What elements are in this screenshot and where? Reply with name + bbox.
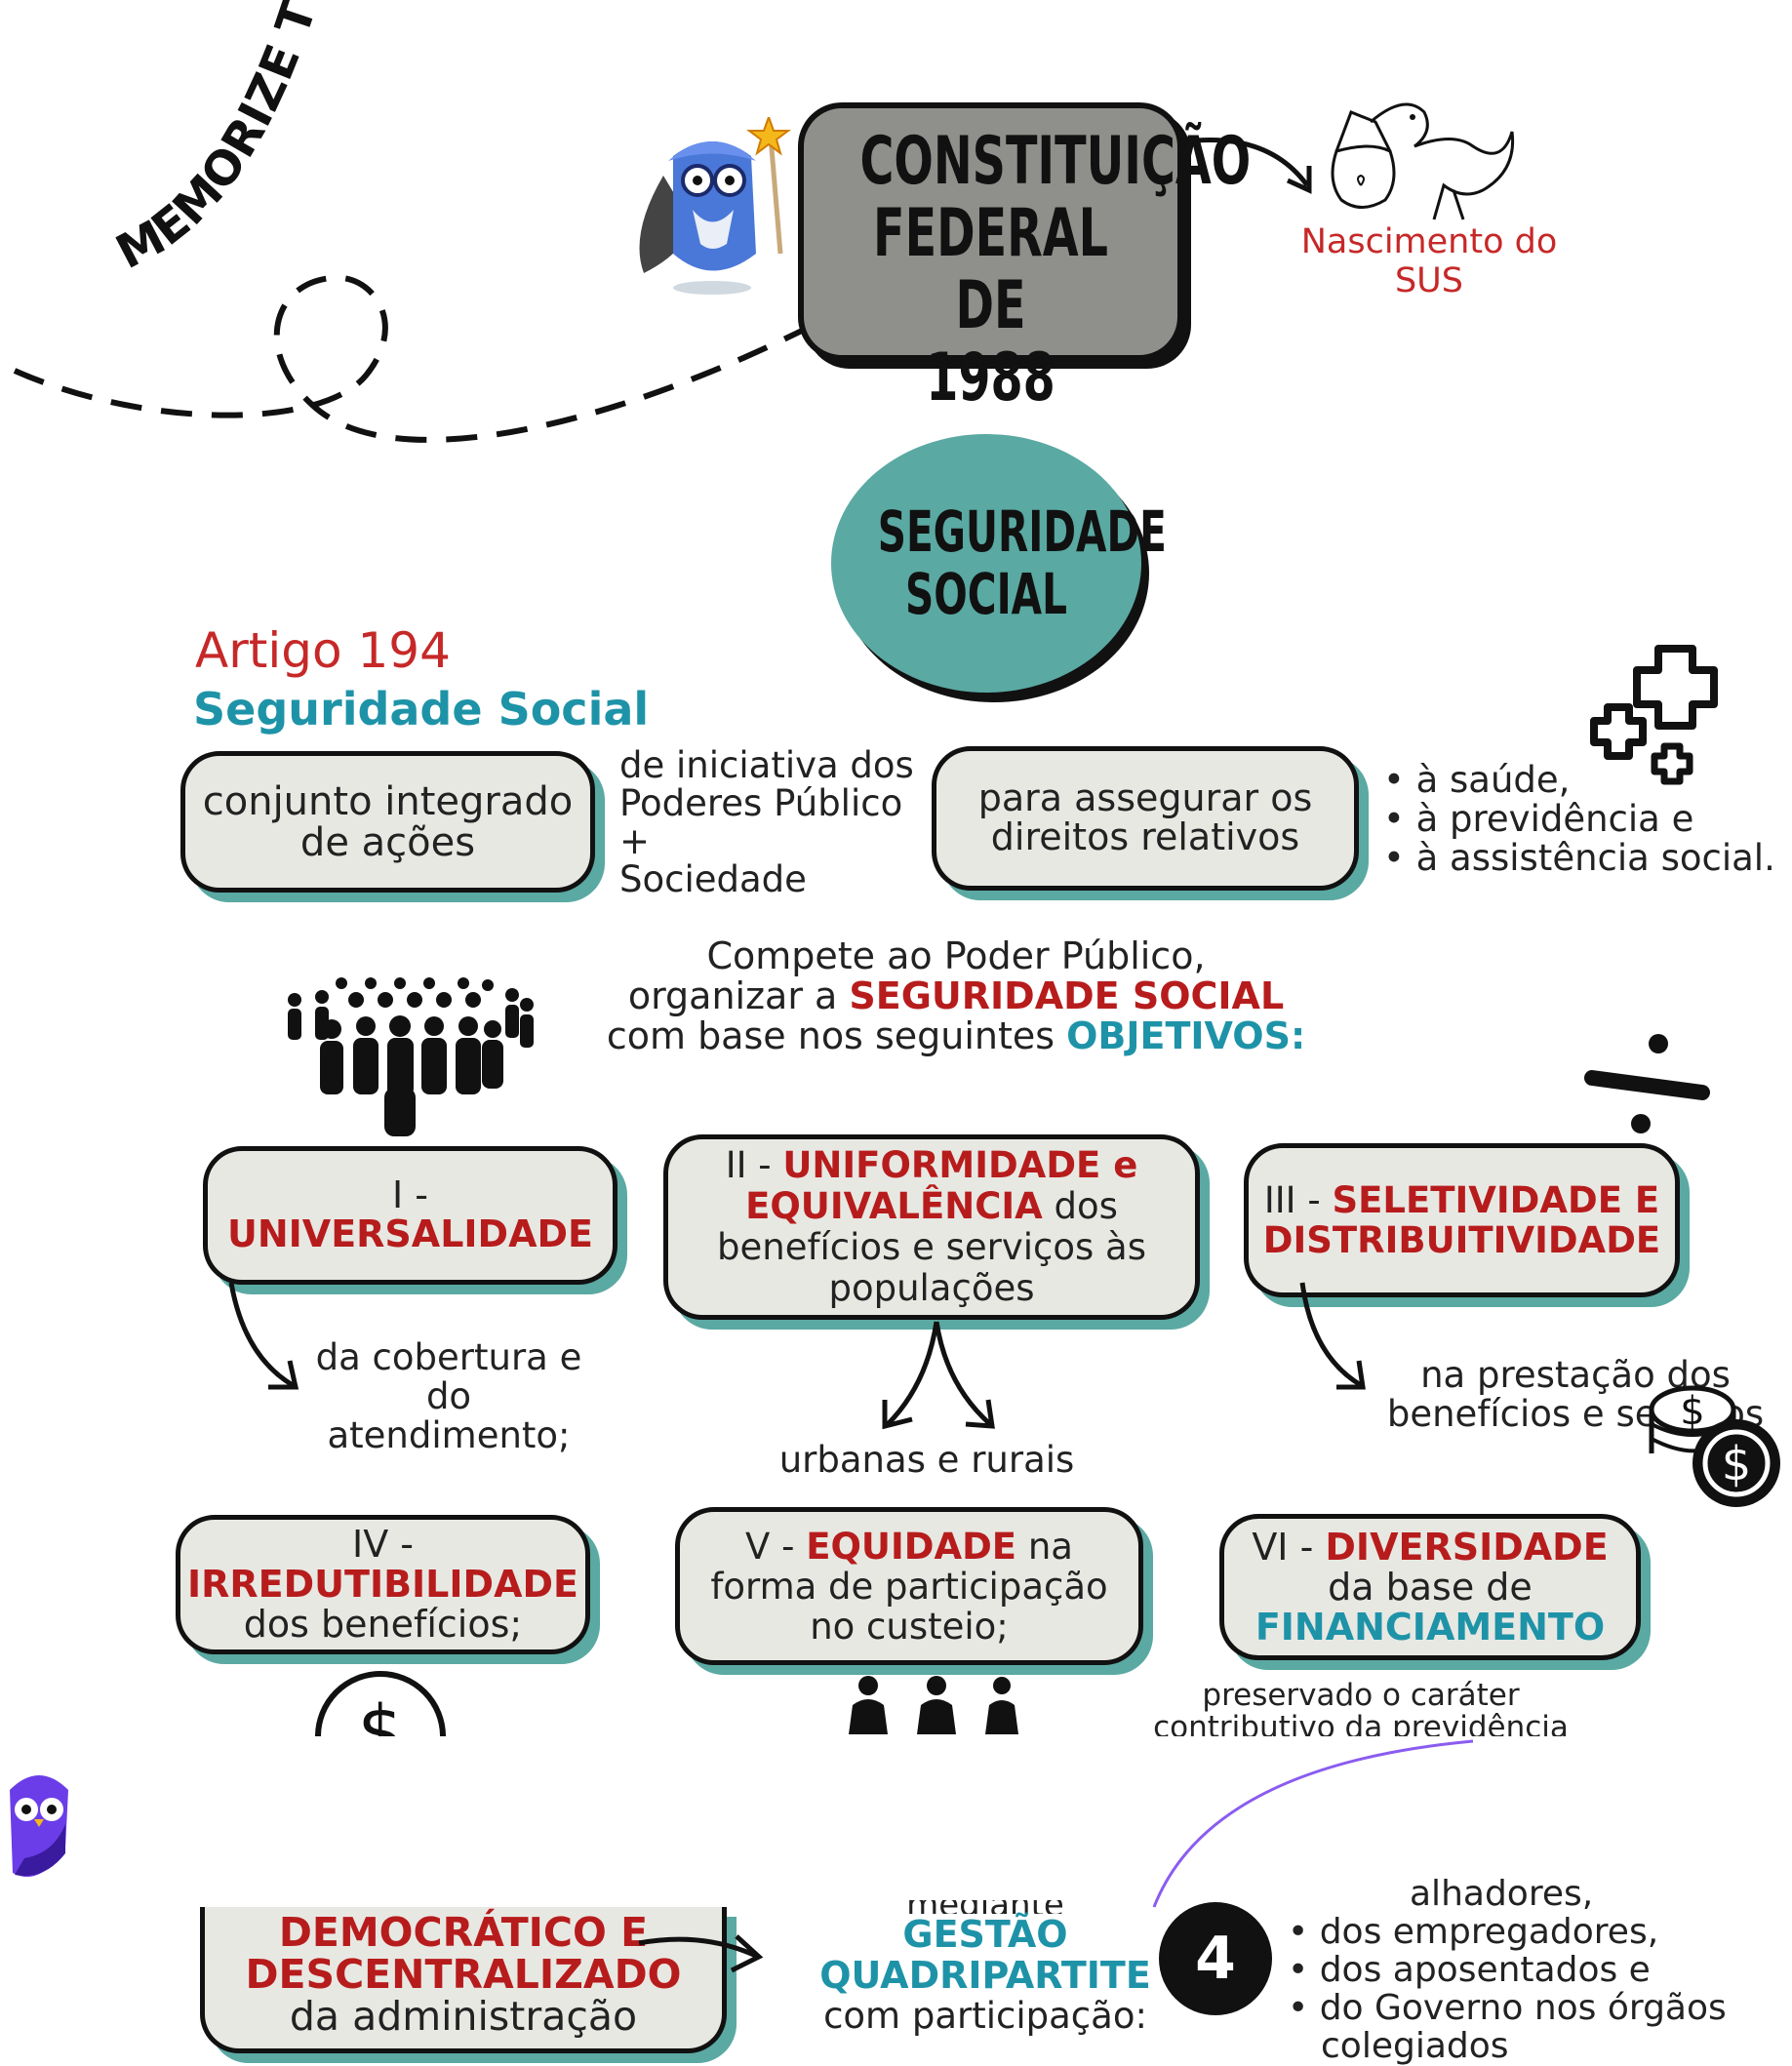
- artigo-subtitle: Seguridade Social: [193, 683, 650, 735]
- medical-cross-icon: [1590, 645, 1718, 785]
- right-assistencia: • à assistência social.: [1383, 837, 1775, 879]
- objective-2-line1: II - UNIFORMIDADE e: [725, 1144, 1138, 1186]
- stork-icon: [1331, 102, 1515, 220]
- objective-1-box: I - UNIVERSALIDADE: [203, 1146, 617, 1285]
- seguridade-line2: SOCIAL: [905, 561, 1067, 627]
- box-assegurar-text: para assegurar os direitos relativos: [977, 776, 1313, 858]
- objective-6-line1: VI - DIVERSIDADE: [1252, 1525, 1609, 1569]
- sus-birth-label: Nascimento do SUS: [1300, 222, 1558, 300]
- objective-1-note-line2: do atendimento;: [327, 1375, 571, 1456]
- compete-line2: organizar a SEGURIDADE SOCIAL: [627, 974, 1285, 1017]
- box-conjunto: conjunto integrado de ações: [180, 751, 595, 893]
- right-saude: • à saúde,: [1383, 759, 1571, 801]
- objective-6-text: VI - DIVERSIDADE da base de FINANCIAMENT…: [1252, 1525, 1609, 1649]
- objective-3-text: III - SELETIVIDADE E DISTRIBUITIVIDADE: [1263, 1180, 1660, 1260]
- participants-list: alhadores, • dos empregadores, • dos apo…: [1288, 1875, 1727, 2065]
- division-icon: [1584, 1034, 1710, 1133]
- initiative-line2: Poderes Público: [619, 782, 903, 824]
- arrow-obj1: [228, 1282, 299, 1390]
- participant-empregadores: • dos empregadores,: [1288, 1912, 1659, 1952]
- initiative-line3: +: [619, 820, 651, 862]
- gestao-line2: QUADRIPARTITE: [819, 1954, 1151, 1997]
- objective-6-line2: da base de: [1328, 1565, 1533, 1609]
- constituicao-box: CONSTITUIÇÃO FEDERAL DE 1988: [798, 102, 1252, 415]
- cf-title-line3: 1988: [926, 339, 1055, 417]
- owl-mascot-icon: [639, 117, 791, 295]
- objective-1-text: I - UNIVERSALIDADE: [226, 1173, 593, 1255]
- svg-text:$: $: [1722, 1437, 1752, 1491]
- box-assegurar: para assegurar os direitos relativos: [932, 746, 1359, 891]
- objective-5-line2: forma de participação: [710, 1565, 1108, 1608]
- objective-7-text: DEMOCRÁTICO E DESCENTRALIZADO da adminis…: [205, 1912, 722, 2038]
- compete-line1: Compete ao Poder Público,: [706, 934, 1206, 977]
- objective-2-line3: benefícios e serviços às: [717, 1226, 1146, 1268]
- quadripartite-number-badge: 4: [1159, 1902, 1272, 2015]
- purple-curve: [1152, 1739, 1474, 1908]
- coins-icon: $ $: [1649, 1385, 1780, 1507]
- svg-text:$: $: [357, 1690, 403, 1736]
- objective-6-line3: FINANCIAMENTO: [1254, 1605, 1606, 1649]
- initiative-line4: Sociedade: [619, 858, 807, 900]
- participant-governo: • do Governo nos órgãos: [1288, 1988, 1727, 2028]
- objective-4-line1: IV -: [352, 1523, 414, 1566]
- arrow-obj7: [638, 1934, 764, 1973]
- objective-7-line3: da administração: [289, 1993, 638, 2040]
- right-previdencia: • à previdência e: [1383, 798, 1694, 840]
- objective-5-line1: V - EQUIDADE na: [745, 1525, 1073, 1568]
- owl-logo-icon: [10, 1775, 68, 1878]
- dashed-path: [13, 274, 812, 443]
- compete-line3: com base nos seguintes OBJETIVOS:: [606, 1014, 1306, 1057]
- cf-title-line2: FEDERAL DE: [873, 195, 1108, 344]
- objective-2-note: urbanas e rurais: [778, 1439, 1075, 1481]
- participant-colegiados: colegiados: [1321, 2026, 1509, 2066]
- objective-5-line3: no custeio;: [810, 1605, 1009, 1648]
- objective-6-box: VI - DIVERSIDADE da base de FINANCIAMENT…: [1219, 1514, 1641, 1660]
- objective-4-text: IV - IRREDUTIBILIDADE dos benefícios;: [187, 1525, 578, 1645]
- objective-2-line4: populações: [828, 1267, 1035, 1309]
- seguridade-line1: SEGURIDADE: [877, 498, 1167, 565]
- artigo-number: Artigo 194: [195, 622, 451, 679]
- gestao-line3: com participação:: [823, 1995, 1147, 2037]
- dollar-icon: $: [315, 1671, 446, 1736]
- objective-7-line1: DEMOCRÁTICO E: [278, 1909, 649, 1956]
- seguridade-circle: SEGURIDADE SOCIAL: [831, 434, 1167, 693]
- rights-list: • à saúde, • à previdência e • à assistê…: [1383, 761, 1775, 878]
- objective-5-box: V - EQUIDADE na forma de participação no…: [675, 1507, 1143, 1665]
- gestao-line1: GESTÃO: [902, 1913, 1068, 1956]
- objective-2-text: II - UNIFORMIDADE e EQUIVALÊNCIA dos ben…: [717, 1145, 1146, 1309]
- objective-3-line2: DISTRIBUITIVIDADE: [1262, 1219, 1661, 1261]
- objective-7-box: DEMOCRÁTICO E DESCENTRALIZADO da adminis…: [200, 1907, 727, 2053]
- arrow-obj3: [1299, 1282, 1366, 1390]
- objective-7-line2: DESCENTRALIZADO: [245, 1951, 682, 1998]
- cf-title-line1: CONSTITUIÇÃO: [859, 123, 1252, 200]
- objective-4-line2: IRREDUTIBILIDADE: [187, 1563, 578, 1606]
- arrow-to-sus: [1184, 137, 1312, 194]
- objective-4-box: IV - IRREDUTIBILIDADE dos benefícios;: [176, 1515, 590, 1654]
- box-conjunto-text: conjunto integrado de ações: [202, 778, 574, 865]
- objective-2-line2: EQUIVALÊNCIA dos: [745, 1185, 1118, 1227]
- objective-4-line3: dos benefícios;: [243, 1603, 523, 1646]
- initiative-text: de iniciativa dos Poderes Público + Soci…: [619, 746, 914, 898]
- gestao-text: mediante GESTÃO QUADRIPARTITE com partic…: [810, 1900, 1161, 2037]
- objective-2-box: II - UNIFORMIDADE e EQUIVALÊNCIA dos ben…: [663, 1134, 1200, 1320]
- compete-text: Compete ao Poder Público, organizar a SE…: [585, 936, 1327, 1056]
- initiative-line1: de iniciativa dos: [619, 744, 914, 786]
- objective-3-line1: III - SELETIVIDADE E: [1263, 1179, 1660, 1221]
- arrow-obj2: [882, 1321, 995, 1430]
- gestao-mediante: mediante: [810, 1900, 1161, 1914]
- page-gap: [0, 1736, 1792, 1907]
- objective-5-text: V - EQUIDADE na forma de participação no…: [710, 1527, 1107, 1647]
- svg-text:$: $: [1680, 1389, 1704, 1434]
- participant-aposentados: • dos aposentados e: [1288, 1950, 1651, 1990]
- people-icon: [849, 1676, 1018, 1734]
- objective-6-note-line1: preservado o caráter: [1202, 1678, 1520, 1713]
- objective-3-box: III - SELETIVIDADE E DISTRIBUITIVIDADE: [1244, 1143, 1680, 1297]
- memorize-text: MEMORIZE TUDO!: [98, 0, 328, 280]
- crowd-icon: [288, 977, 534, 1136]
- participant-trabalhadores: alhadores,: [1410, 1874, 1594, 1914]
- objective-1-note-line1: da cobertura e: [315, 1336, 582, 1378]
- objective-1-note: da cobertura e do atendimento;: [302, 1338, 595, 1455]
